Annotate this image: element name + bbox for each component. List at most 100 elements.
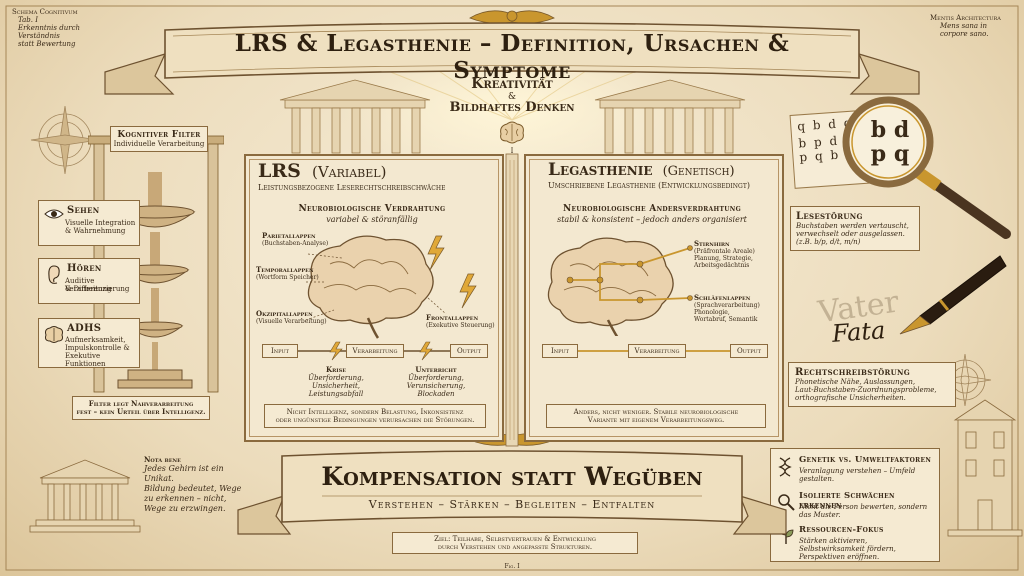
lrs-label-temporal: Temporallappen (Wortform Speicher) — [256, 266, 319, 282]
lrs-note-line: Überforderung, — [408, 374, 464, 382]
filter-item-hoeren: Hören Auditive Verarbeitung & Differenzi… — [38, 258, 140, 304]
brain-icon — [500, 121, 524, 144]
rechtschreib-box: Rechtschreibstörung Phonetische Nähe, Au… — [788, 362, 956, 407]
eye-icon — [44, 209, 64, 219]
goal-line: durch Verstehen und angepasste Strukture… — [437, 543, 593, 551]
lesestoerung-box: Lesestörung Buchstaben werden vertauscht… — [790, 206, 920, 251]
brain-region-sub: (Exekutive Steuerung) — [426, 322, 495, 329]
corner-left-line: Erkenntnis durch — [18, 24, 80, 32]
brain-region-sub: (Wortform Speicher) — [256, 274, 319, 281]
resource-list-box: Genetik vs. Umweltfaktoren Veranlagung v… — [770, 448, 940, 562]
nota-line: Wege zu erzwingen. — [144, 504, 226, 513]
fata-word: Fata — [831, 316, 887, 348]
lrs-footer: Nicht Intelligenz, sondern Belastung, In… — [264, 404, 486, 428]
filter-tower-illustration — [88, 135, 224, 393]
lrs-flow-processing: Verarbeitung — [346, 344, 404, 358]
filter-item-adhs: ADHS Aufmerksamkeit, Impulskontrolle & E… — [38, 318, 140, 368]
filter-item-line: Exekutive Funktionen — [65, 352, 106, 368]
filter-item-line: & Differenzierung — [65, 285, 130, 293]
lrs-footer-line: Nicht Intelligenz, sondern Belastung, In… — [286, 408, 464, 416]
rechtschreib-line: orthografische Unsicherheiten. — [795, 394, 906, 402]
brain-region-sub: Planung, Strategie, — [694, 255, 753, 262]
magnified-letter: b — [870, 117, 887, 143]
corner-left-line: statt Bewertung — [18, 40, 76, 48]
dna-icon — [778, 457, 792, 477]
brain-icon — [45, 326, 63, 343]
magnifier-illustration — [842, 96, 1011, 239]
magnified-letter: q — [893, 141, 910, 167]
lrs-brain-diagram — [305, 235, 477, 339]
filter-footer-line: fest – kein Urteil über Intelligenz. — [76, 407, 206, 416]
resource-item-title: Genetik vs. Umweltfaktoren — [799, 455, 932, 465]
leg-section-title: Neurobiologische Andersverdrahtung — [562, 204, 741, 214]
corner-left-title: Schema Cognitivum — [12, 8, 78, 16]
nota-title: Nota bene — [144, 455, 181, 464]
filter-item-line: Impulskontrolle & — [65, 344, 130, 352]
brain-region-sub: (Sprachverarbeitung) — [694, 302, 760, 309]
lrs-title-paren: (Variabel) — [311, 163, 387, 181]
resource-item-title: Ressourcen-Fokus — [799, 525, 884, 535]
ear-icon — [48, 265, 60, 284]
brain-region-title: Okzipitallappen — [256, 309, 313, 318]
leg-header: Legasthenie (Genetisch) — [548, 160, 774, 180]
brain-region-title: Temporallappen — [256, 265, 314, 274]
lrs-note-title: Krise — [326, 365, 346, 374]
resource-item-line: Veranlagung verstehen – Umfeld gestalten… — [799, 467, 916, 483]
lrs-note-line: Verunsicherung, — [406, 382, 466, 390]
creativity-line1: Kreativität — [471, 76, 553, 92]
corner-note-right: Mentis Architectura Mens sana in corpore… — [930, 14, 1018, 38]
corner-note-left: Schema Cognitivum Tab. I Erkenntnis durc… — [12, 8, 122, 48]
goal-line: Ziel: Teilhabe, Selbstvertrauen & Entwic… — [434, 535, 596, 543]
lrs-note-krise: Krise Überforderung, Unsicherheit, Leist… — [296, 365, 376, 399]
resource-item-line: Stärken aktivieren, Selbstwirksamkeit fö… — [799, 537, 896, 561]
lrs-subtitle: Leistungsbezogene Leserechtschreibschwäc… — [258, 183, 446, 192]
lrs-flow-output: Output — [450, 344, 488, 358]
page-title: LRS & Legasthenie – Definition, Ursachen… — [234, 30, 790, 84]
corner-left-line: Verständnis — [18, 32, 60, 40]
bottom-banner-ribbon — [237, 450, 787, 535]
brain-region-sub: (Visuelle Verarbeitung) — [256, 318, 327, 325]
creativity-amp: & — [507, 92, 516, 102]
leg-section-sub: stabil & konsistent – jedoch anders orga… — [557, 215, 747, 224]
lrs-note-title: Unterricht — [415, 365, 457, 374]
filter-footer-line: Filter legt Nahverarbeitung — [88, 399, 194, 408]
leg-flow-processing: Verarbeitung — [628, 344, 686, 358]
corner-right-line: Mens sana in — [940, 22, 988, 30]
filter-item-sehen: Sehen Visuelle Integration & Wahrnehmung — [38, 200, 140, 246]
leg-label-stirnhirn: Stirnhirn (Präfrontale Areale) Planung, … — [694, 240, 755, 270]
leg-label-schlaefen: Schläfenlappen (Sprachverarbeitung) Phon… — [694, 294, 760, 324]
resource-item-title: Isolierte Schwächen erkennen — [799, 491, 895, 511]
filter-footer: Filter legt Nahverarbeitung fest – kein … — [72, 396, 210, 420]
leg-flow-output: Output — [730, 344, 768, 358]
brain-region-title: Frontallappen — [426, 313, 479, 322]
nota-line: Bildung bedeutet, Wege — [144, 484, 242, 493]
magnifier-icon — [778, 494, 795, 511]
leg-title-paren: (Genetisch) — [662, 164, 735, 179]
lesestoerung-line: verwechselt oder ausgelassen. — [796, 230, 905, 238]
bottom-title: Kompensation statt Wegüben — [321, 462, 703, 491]
brain-region-sub: Arbeitsgedächtnis — [694, 262, 750, 269]
rechtschreib-line: Phonetische Nähe, Auslassungen, — [795, 378, 916, 386]
leg-flow-line — [574, 350, 730, 352]
creativity-label: Kreativität & Bildhaftes Denken — [432, 76, 592, 115]
goal-box: Ziel: Teilhabe, Selbstvertrauen & Entwic… — [392, 532, 638, 554]
magnified-letters: b d p q — [866, 118, 914, 166]
title-banner-ribbon — [104, 22, 920, 95]
rechtschreib-title: Rechtschreibstörung — [795, 367, 910, 378]
lesestoerung-line: (z.B. b/p, d/t, m/n) — [796, 238, 861, 246]
lrs-section-title: Neurobiologische Verdrahtung — [298, 204, 446, 214]
filter-subtitle: Individuelle Verarbeitung — [113, 140, 205, 148]
filter-item-title: ADHS — [67, 323, 102, 334]
leg-subtitle: Umschriebene Legasthenie (Entwicklungsbe… — [548, 181, 750, 190]
lrs-title: LRS — [258, 160, 301, 182]
filter-item-title: Hören — [67, 263, 102, 274]
lrs-label-occipital: Okzipitallappen (Visuelle Verarbeitung) — [256, 310, 327, 326]
creativity-line2: Bildhaftes Denken — [449, 100, 575, 115]
lesestoerung-title: Lesestörung — [796, 211, 863, 222]
figure-top-number: I — [510, 147, 514, 155]
magnified-letter: p — [870, 141, 887, 167]
nota-line: Jedes Gehirn ist ein Unikat. — [144, 464, 224, 483]
filter-title: Kognitiver Filter — [117, 130, 201, 140]
